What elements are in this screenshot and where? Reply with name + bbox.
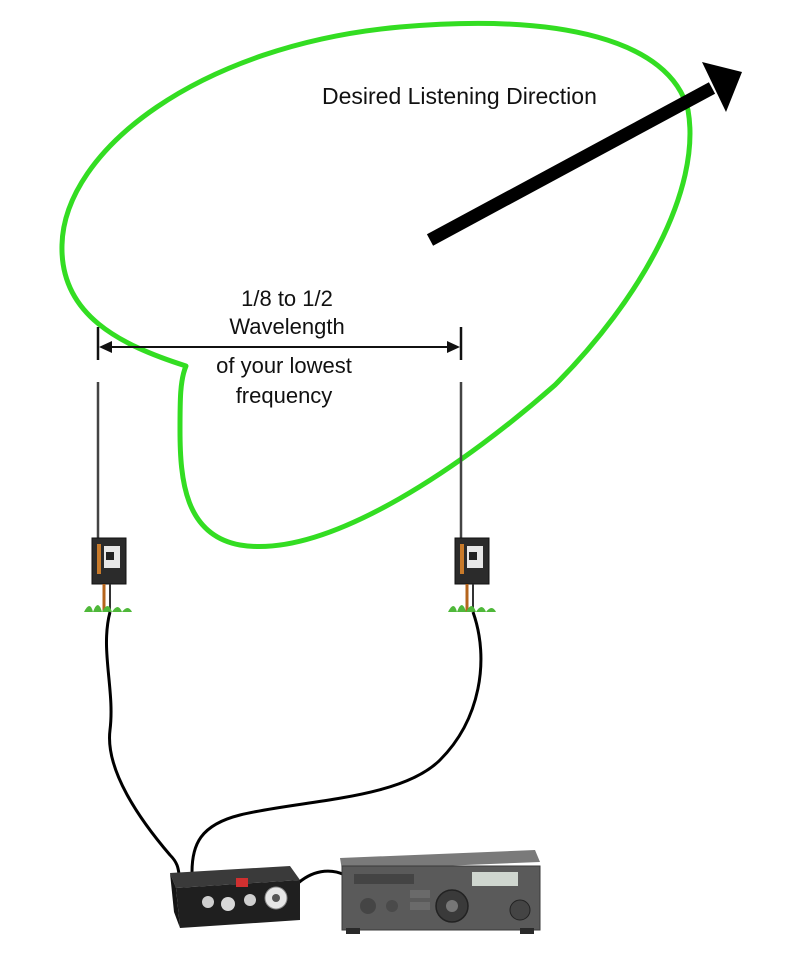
spacing-label-line3: of your lowest bbox=[216, 353, 352, 378]
left-coax-cable bbox=[104, 611, 182, 881]
phasing-controller-icon bbox=[170, 866, 300, 928]
controller-to-radio-cable bbox=[294, 869, 346, 887]
arrow-icon bbox=[426, 62, 742, 246]
antenna-icon bbox=[448, 382, 496, 612]
antenna-icon bbox=[84, 382, 132, 612]
reception-pattern-lobe bbox=[59, 20, 693, 549]
spacing-label-line2: Wavelength bbox=[229, 314, 344, 339]
radio-receiver-icon bbox=[340, 850, 541, 934]
direction-label: Desired Listening Direction bbox=[322, 83, 597, 109]
spacing-label-line4: frequency bbox=[236, 383, 333, 408]
spacing-label-line1: 1/8 to 1/2 bbox=[241, 286, 333, 311]
spacing-dimension-line bbox=[96, 327, 463, 360]
right-coax-cable bbox=[190, 611, 483, 873]
